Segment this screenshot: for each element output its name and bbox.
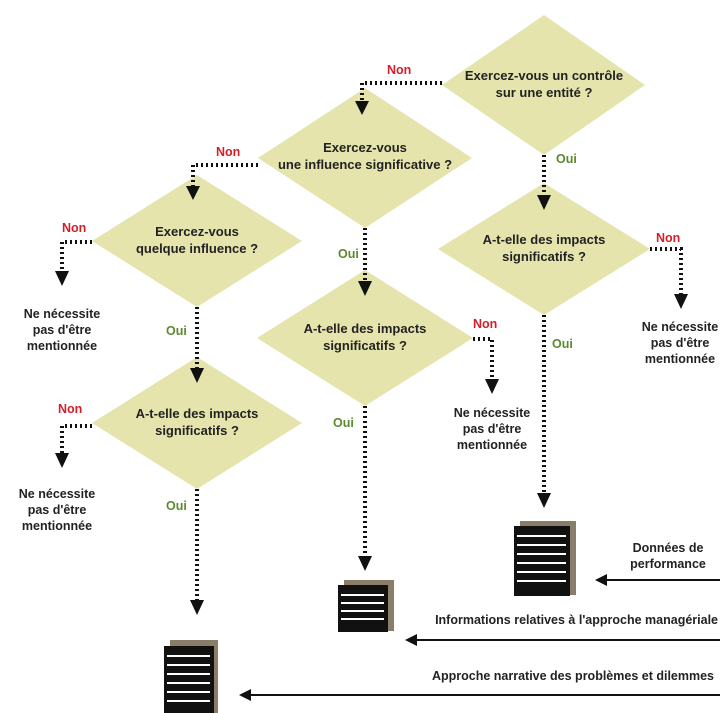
terminal-left-bottom: Ne nécessite pas d'être mentionnée [19, 487, 95, 533]
source-narrative: Approche narrative des problèmes et dile… [239, 669, 720, 701]
label-yes-significant: Oui [338, 247, 359, 261]
decision-impacts-right: A-t-elle des impacts significatifs ? [438, 183, 650, 315]
terminal-right-line1: Ne nécessite [642, 320, 718, 334]
arrow-control-yes [537, 195, 551, 210]
decision-control: Exercez-vous un contrôle sur une entité … [442, 15, 645, 155]
label-no-impacts-left: Non [58, 402, 82, 416]
arrow-impacts-middle-yes [358, 556, 372, 571]
arrow-significant-yes [358, 281, 372, 296]
terminal-left-bottom-line2: pas d'être [28, 503, 87, 517]
decision-impacts-middle: A-t-elle des impacts significatifs ? [257, 270, 473, 406]
arrow-some-yes [190, 368, 204, 383]
terminal-left-top-line3: mentionnée [27, 339, 97, 353]
terminal-right-line3: mentionnée [645, 352, 715, 366]
source-performance: Données de performance [595, 541, 720, 586]
label-no-some: Non [62, 221, 86, 235]
connector-impacts-right-no [650, 247, 683, 296]
terminal-left-bottom-line1: Ne nécessite [19, 487, 95, 501]
document-icon [514, 521, 576, 596]
connector-impacts-middle-no [473, 337, 494, 381]
connector-significant-no [191, 163, 258, 188]
arrow-some-no [55, 271, 69, 286]
terminal-middle-line2: pas d'être [463, 422, 522, 436]
arrow-impacts-right-no [674, 294, 688, 309]
decision-significant-influence: Exercez-vous une influence significative… [258, 88, 472, 228]
source-management: Informations relatives à l'approche mana… [405, 613, 720, 646]
decision-some-influence-line2: quelque influence ? [136, 241, 258, 256]
label-yes-control: Oui [556, 152, 577, 166]
decision-impacts-left-line2: significatifs ? [155, 423, 239, 438]
decision-impacts-middle-line2: significatifs ? [323, 338, 407, 353]
source-performance-arrow [595, 574, 607, 586]
terminal-right-line2: pas d'être [651, 336, 710, 350]
arrow-impacts-middle-no [485, 379, 499, 394]
connector-impacts-left-no [60, 424, 92, 455]
arrow-impacts-left-no [55, 453, 69, 468]
source-management-text: Informations relatives à l'approche mana… [435, 613, 718, 627]
terminal-right: Ne nécessite pas d'être mentionnée [642, 320, 718, 366]
arrow-significant-no [186, 186, 200, 200]
terminal-left-top-line1: Ne nécessite [24, 307, 100, 321]
decision-impacts-left: A-t-elle des impacts significatifs ? [92, 357, 302, 489]
terminal-middle-line1: Ne nécessite [454, 406, 530, 420]
label-yes-impacts-left: Oui [166, 499, 187, 513]
terminal-middle-line3: mentionnée [457, 438, 527, 452]
label-yes-some: Oui [166, 324, 187, 338]
terminal-middle: Ne nécessite pas d'être mentionnée [454, 406, 530, 452]
arrow-control-no [355, 101, 369, 115]
decision-significant-influence-line1: Exercez-vous [323, 140, 407, 155]
decision-impacts-left-line1: A-t-elle des impacts [136, 406, 259, 421]
decision-impacts-right-line2: significatifs ? [502, 249, 586, 264]
label-no-control: Non [387, 63, 411, 77]
decision-some-influence: Exercez-vous quelque influence ? [92, 175, 302, 307]
decision-some-influence-line1: Exercez-vous [155, 224, 239, 239]
connector-some-no [60, 240, 92, 273]
connector-control-no [360, 81, 442, 103]
terminal-left-top-line2: pas d'être [33, 323, 92, 337]
source-management-arrow [405, 634, 417, 646]
label-yes-impacts-right: Oui [552, 337, 573, 351]
label-no-impacts-middle: Non [473, 317, 497, 331]
decision-significant-influence-line2: une influence significative ? [278, 157, 452, 172]
label-no-impacts-right: Non [656, 231, 680, 245]
document-icon [338, 580, 394, 632]
decision-control-line2: sur une entité ? [496, 85, 593, 100]
source-narrative-text: Approche narrative des problèmes et dile… [432, 669, 714, 683]
decision-control-line1: Exercez-vous un contrôle [465, 68, 623, 83]
arrow-impacts-right-yes [537, 493, 551, 508]
source-narrative-arrow [239, 689, 251, 701]
decision-impacts-middle-line1: A-t-elle des impacts [304, 321, 427, 336]
label-no-significant: Non [216, 145, 240, 159]
label-yes-impacts-middle: Oui [333, 416, 354, 430]
source-performance-line2: performance [630, 557, 706, 571]
arrow-impacts-left-yes [190, 600, 204, 615]
terminal-left-bottom-line3: mentionnée [22, 519, 92, 533]
document-icon [164, 640, 218, 713]
terminal-left-top: Ne nécessite pas d'être mentionnée [24, 307, 100, 353]
decision-impacts-right-line1: A-t-elle des impacts [483, 232, 606, 247]
source-performance-line1: Données de [633, 541, 704, 555]
